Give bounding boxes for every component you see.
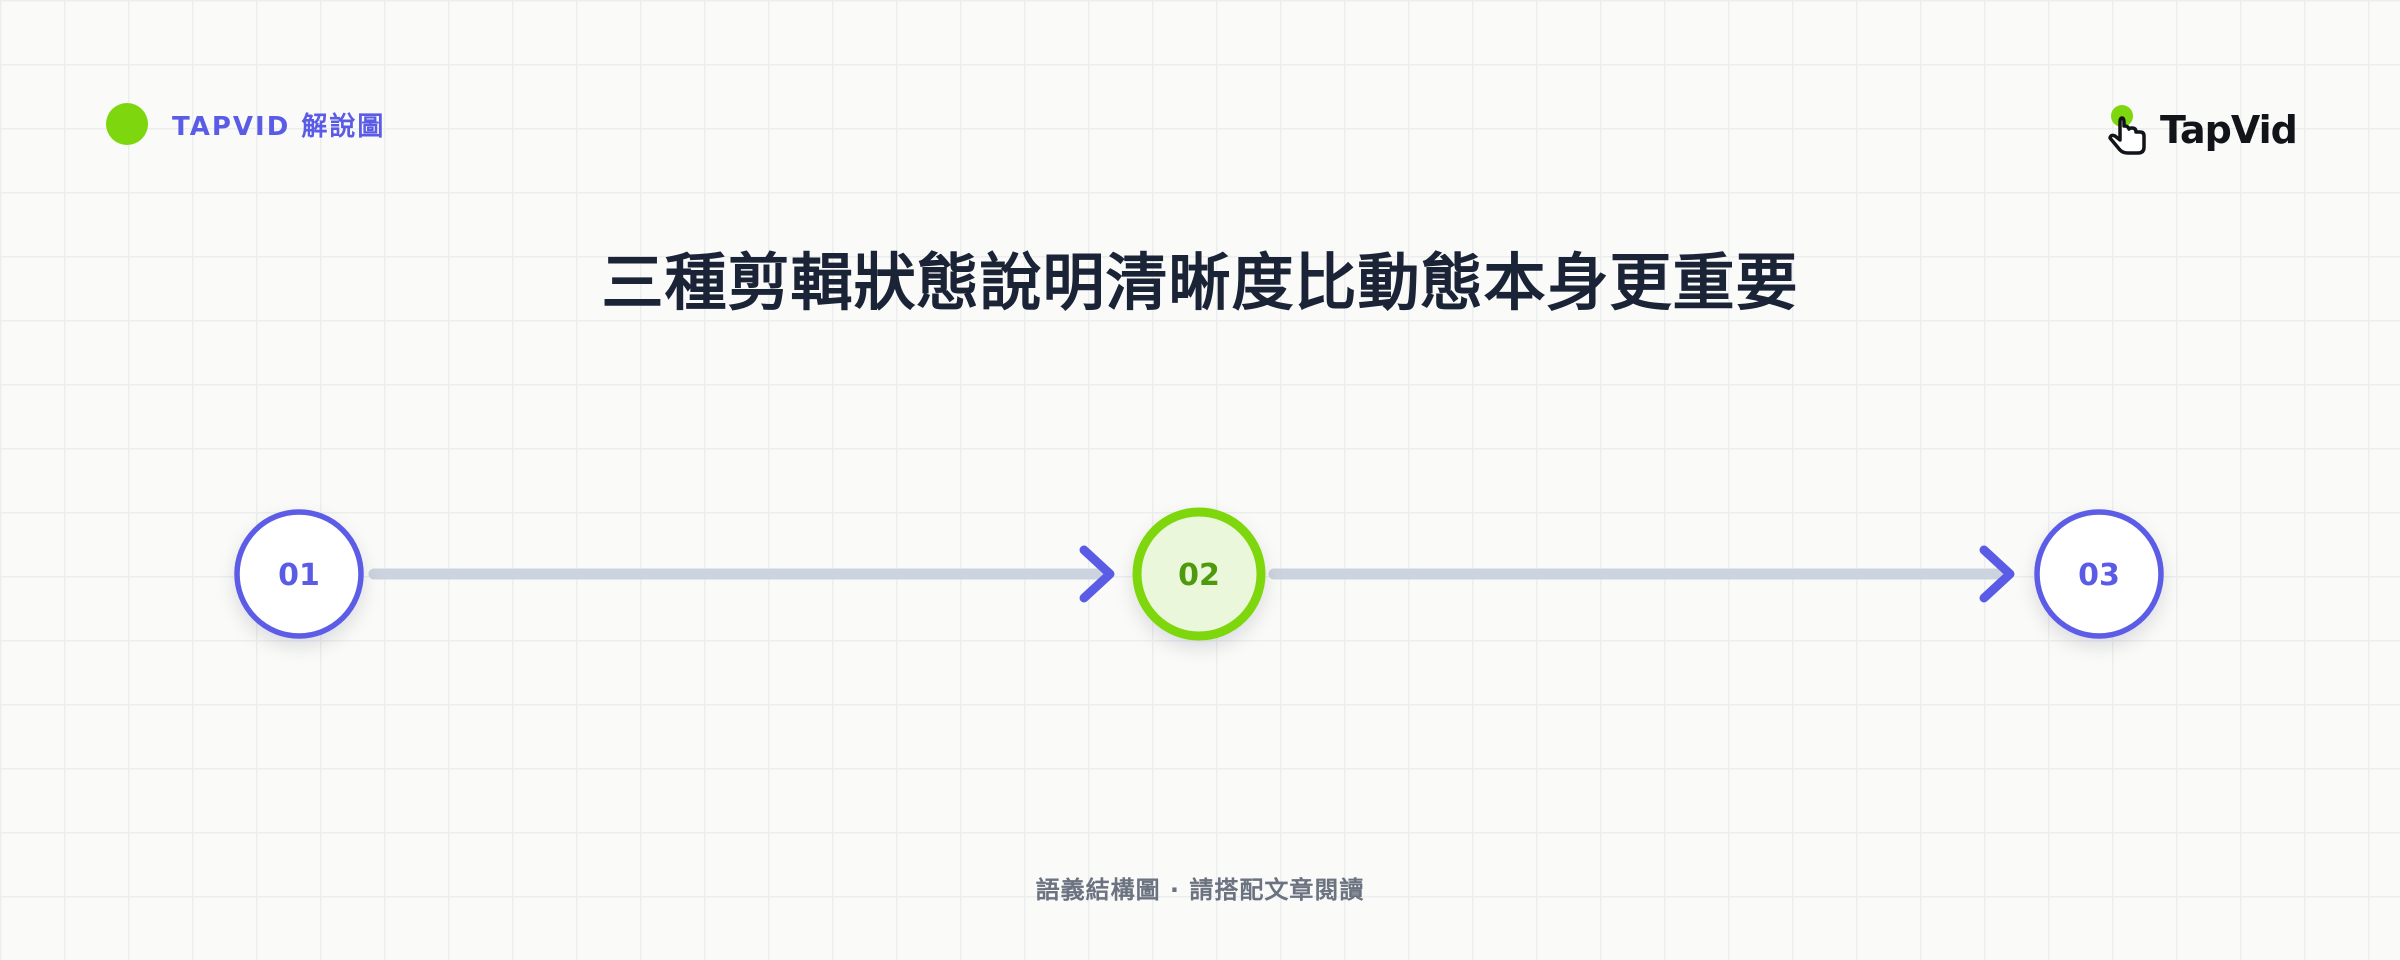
badge-label: TAPVID 解說圖 (172, 111, 386, 142)
step-node-02: 02 (1132, 507, 1266, 641)
logo-wordmark: TapVid (2160, 108, 2298, 152)
green-dot-icon (106, 103, 148, 145)
step-label: 03 (2078, 558, 2120, 593)
arrow-head-icon (1079, 545, 1115, 603)
tapvid-logo: TapVid (2104, 100, 2304, 160)
step-node-03: 03 (2034, 509, 2164, 639)
step-node-01: 01 (234, 509, 364, 639)
step-label: 01 (278, 558, 320, 593)
brand-badge: TAPVID 解說圖 (106, 103, 385, 145)
footer-caption: 語義結構圖 · 請搭配文章閱讀 (1035, 876, 1365, 904)
pointer-hand-icon (2104, 100, 2168, 160)
page-title: 三種剪輯狀態說明清晰度比動態本身更重要 (601, 246, 1799, 319)
arrow-head-icon (1979, 545, 2015, 603)
step-label: 02 (1178, 558, 1220, 593)
